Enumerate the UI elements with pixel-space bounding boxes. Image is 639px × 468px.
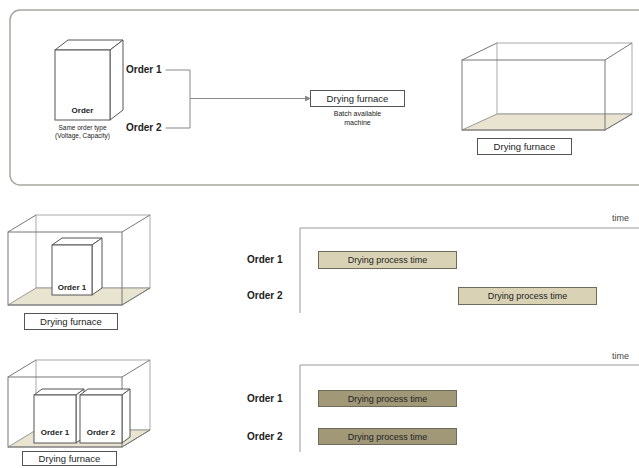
furnace-illustration [8, 360, 150, 447]
furnace-illustration [8, 215, 150, 305]
node-text: Drying process time [488, 291, 568, 301]
row-label: Order 2 [247, 290, 283, 301]
furnace-label-box: Drying furnace [22, 451, 117, 466]
order-label: Order 1 [126, 64, 162, 76]
node-text: Order 2 [126, 122, 162, 133]
furnace-label-box: Drying furnace [24, 313, 118, 330]
order-cube [52, 238, 102, 295]
order-label: Order 2 [126, 122, 162, 134]
furnace-illustration [462, 43, 497, 60]
order-cube: Order 1 [52, 245, 92, 295]
furnace-illustration [8, 215, 36, 232]
node-text: Drying furnace [39, 453, 101, 464]
axis-label: time [612, 213, 629, 223]
order-cube [80, 389, 130, 443]
time-axis [300, 228, 301, 313]
node-text: Drying furnace [40, 316, 102, 327]
process-bar: Drying process time [318, 251, 457, 269]
time-axis [300, 365, 639, 366]
row-label: Order 1 [247, 254, 283, 265]
node-text: Drying process time [348, 432, 428, 442]
node-text: Drying furnace [494, 141, 556, 152]
node-text: Drying furnace [310, 90, 405, 107]
furnace-illustration [462, 114, 632, 130]
time-axis [300, 365, 301, 452]
furnace-illustration [122, 360, 150, 377]
top-panel [10, 10, 639, 185]
process-bar: Drying process time [318, 428, 457, 445]
furnace-illustration [8, 360, 36, 377]
order-cube [122, 389, 130, 443]
connector [166, 99, 310, 129]
furnace-illustration [605, 114, 632, 130]
process-bar: Drying process time [458, 287, 597, 305]
order-cube [92, 238, 102, 295]
furnace-illustration [462, 60, 605, 130]
node-text: Order 2 [80, 428, 122, 438]
node-text: Order 1 [126, 64, 162, 75]
time-axis [300, 228, 639, 229]
order-cube [80, 395, 122, 443]
node-text: Drying process time [348, 255, 428, 265]
furnace-illustration [8, 377, 122, 447]
node-text: Drying process time [348, 394, 428, 404]
order-cube: OrderSame order type (Voltage, Capacity) [40, 50, 125, 145]
top-panel [10, 10, 639, 185]
furnace-illustration [605, 43, 632, 60]
node-note: Same order type (Voltage, Capacity) [47, 124, 119, 140]
furnace-illustration [8, 232, 122, 305]
node-text: Order 1 [34, 428, 76, 438]
order-cube: Order 1 [34, 395, 76, 443]
connector [166, 70, 310, 99]
furnace-label-box: Drying furnace [477, 138, 572, 155]
order-cube [34, 395, 76, 443]
time-axis [300, 228, 639, 452]
axis-label: time [612, 351, 629, 361]
order-cube: Order 2 [80, 395, 122, 443]
row-label: Order 1 [247, 393, 283, 404]
order-cube [52, 245, 92, 295]
node-note: Batch available machine [327, 110, 389, 127]
row-label: Order 2 [247, 431, 283, 442]
process-bar: Drying process time [318, 390, 457, 407]
furnace-illustration [122, 288, 150, 305]
node-text: Order 1 [52, 283, 92, 293]
furnace-illustration [122, 215, 150, 232]
machine-box: Drying furnaceBatch available machine [310, 90, 405, 127]
furnace-illustration [497, 43, 632, 114]
order-cube [34, 389, 84, 443]
node-text: Order [40, 106, 125, 116]
furnace-illustration [462, 43, 632, 130]
order-cube [110, 40, 123, 120]
